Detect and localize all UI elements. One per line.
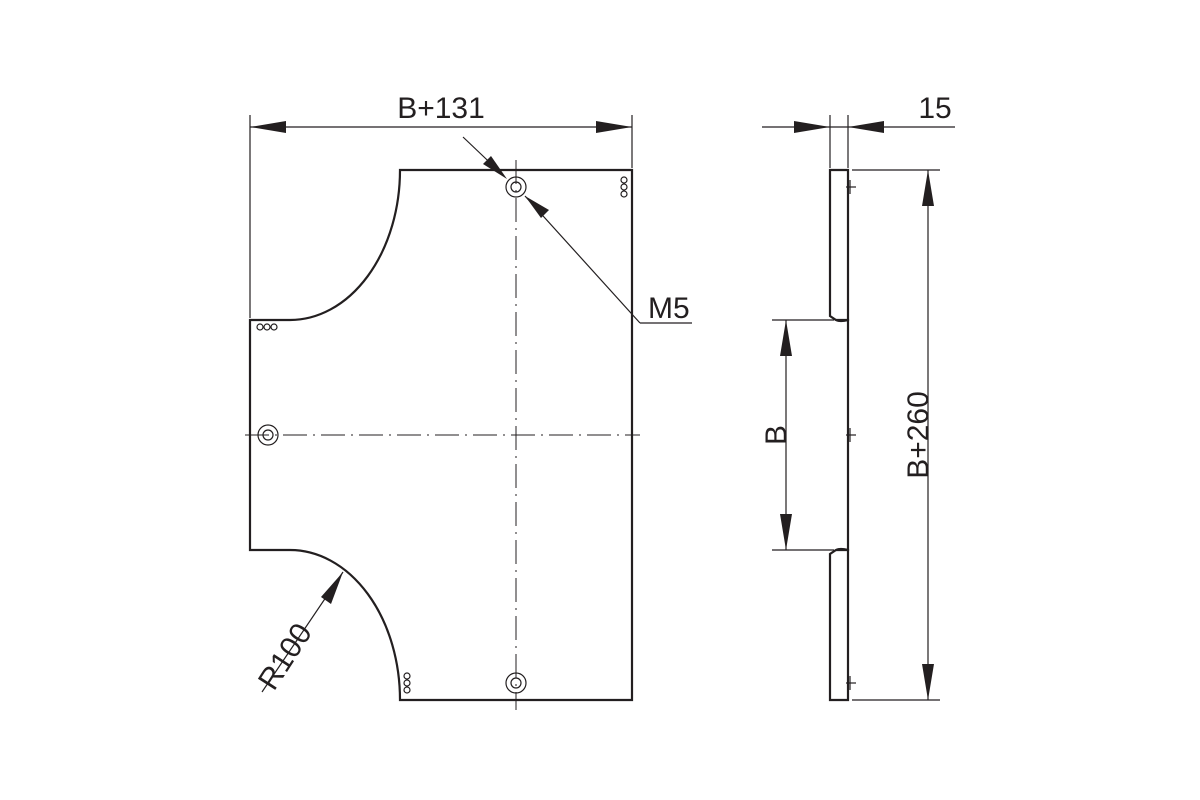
dimension-thickness: 15 xyxy=(762,92,955,168)
radius-callout-label: R100 xyxy=(252,618,319,696)
hole-left xyxy=(257,424,279,446)
marking-bottom-left xyxy=(403,672,411,694)
dimension-top-width-label: B+131 xyxy=(397,92,485,125)
lower-flange xyxy=(828,547,850,702)
hole-top xyxy=(505,176,527,198)
front-view: B+131 M5 R100 xyxy=(245,92,692,710)
radius-callout: R100 xyxy=(252,571,344,696)
marking-left xyxy=(256,323,278,331)
dimension-inner: B xyxy=(760,319,834,551)
side-view: 15 B B+260 xyxy=(760,92,955,702)
dimension-overall-height: B+260 xyxy=(852,169,940,701)
dimension-overall-height-label: B+260 xyxy=(902,391,935,479)
dimension-inner-label: B xyxy=(760,425,793,445)
marking-top-right xyxy=(620,176,628,198)
upper-flange xyxy=(828,168,850,323)
hole-callout: M5 xyxy=(462,136,692,325)
dimension-thickness-label: 15 xyxy=(918,92,951,125)
plate-outline xyxy=(248,168,634,702)
hole-callout-label: M5 xyxy=(648,292,690,325)
hole-bottom xyxy=(505,672,527,694)
dimension-top-width: B+131 xyxy=(249,92,633,318)
